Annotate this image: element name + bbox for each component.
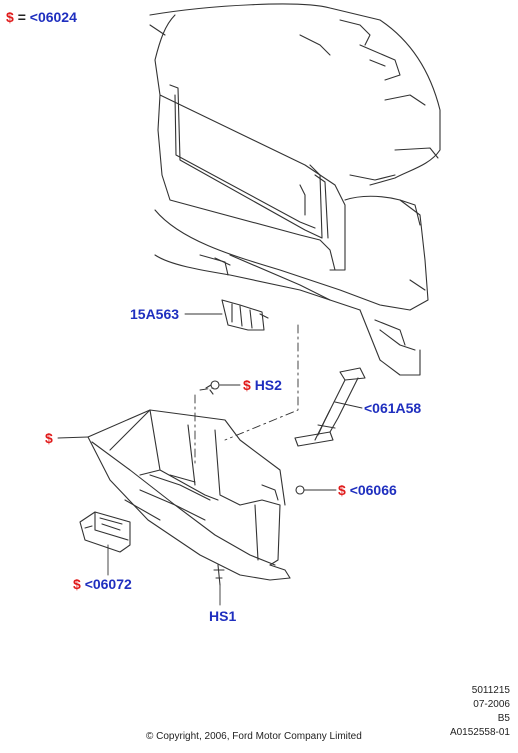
callout-hs2-dollar: $ bbox=[243, 377, 251, 393]
callout-screw: $ <06066 bbox=[338, 482, 397, 498]
screw-hs1 bbox=[213, 564, 225, 586]
instrument-panel bbox=[149, 3, 441, 376]
screw-06066 bbox=[295, 485, 313, 495]
glovebox-lock bbox=[79, 511, 131, 553]
footer-line3: B5 bbox=[497, 713, 510, 724]
footer-line2: 07-2006 bbox=[473, 699, 510, 710]
callout-hs1: HS1 bbox=[209, 608, 237, 624]
footer-meta: 5011215 07-2006 B5 A0152558-01 bbox=[450, 685, 510, 739]
callout-lock-dollar: $ bbox=[73, 576, 81, 592]
callout-lock: $ <06072 bbox=[73, 576, 132, 592]
callout-latch-part: 15A563 bbox=[130, 306, 180, 322]
header-equals: = bbox=[17, 9, 26, 25]
latch-striker bbox=[221, 299, 269, 331]
footer-line4: A0152558-01 bbox=[449, 727, 510, 738]
header-code: <06024 bbox=[29, 9, 77, 25]
callout-damper-part: <061A58 bbox=[364, 400, 422, 416]
callout-lock-part: <06072 bbox=[84, 576, 132, 592]
callout-glovebox-dollar: $ bbox=[45, 430, 53, 446]
assembly-lines bbox=[194, 324, 299, 466]
footer-line1: 5011215 bbox=[471, 685, 510, 696]
glovebox-damper bbox=[294, 367, 366, 447]
copyright-notice: © Copyright, 2006, Ford Motor Company Li… bbox=[146, 731, 362, 742]
glovebox-bin bbox=[87, 409, 291, 581]
header-legend: $ = <06024 bbox=[6, 9, 77, 25]
callout-hs2-label: HS2 bbox=[254, 377, 282, 393]
header-dollar: $ bbox=[6, 9, 14, 25]
callout-screw-part: <06066 bbox=[349, 482, 397, 498]
screw-hs2 bbox=[205, 380, 220, 395]
callout-screw-dollar: $ bbox=[338, 482, 346, 498]
callout-hs2: $ HS2 bbox=[243, 377, 282, 393]
leader-lines bbox=[57, 313, 363, 606]
